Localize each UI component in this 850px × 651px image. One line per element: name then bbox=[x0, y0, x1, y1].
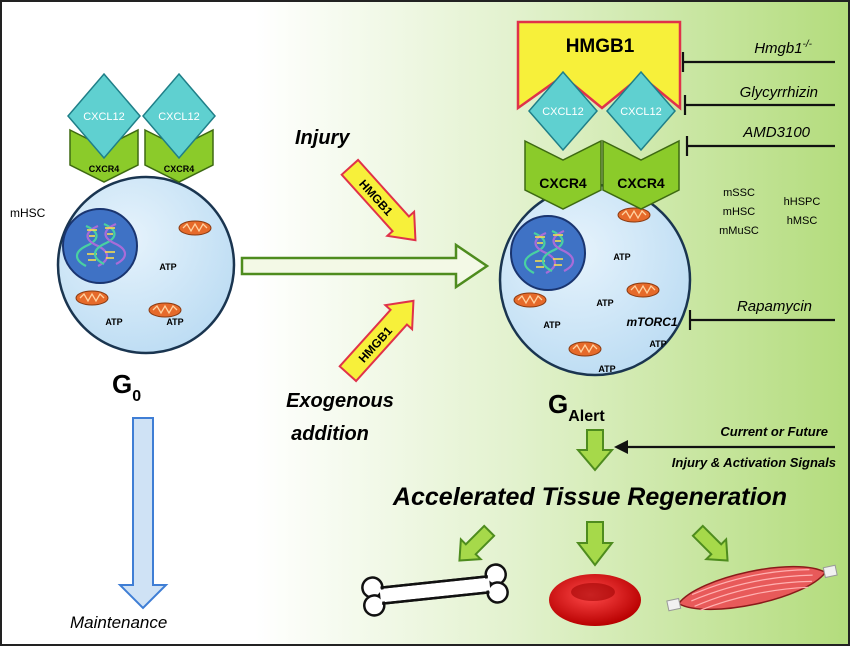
maintenance-arrow bbox=[117, 417, 169, 610]
inhibitor-glycyrrhizin: Glycyrrhizin bbox=[740, 84, 818, 101]
exogenous-label-2: addition bbox=[291, 423, 369, 445]
hmgb1-label: HMGB1 bbox=[566, 36, 635, 57]
left-atp-1: ATP bbox=[159, 262, 176, 272]
left-ligand-1 bbox=[67, 72, 141, 160]
left-atp-2: ATP bbox=[105, 317, 122, 327]
signals-label-1: Current or Future bbox=[720, 424, 828, 439]
left-ligand-2 bbox=[142, 72, 216, 160]
right-mito-3 bbox=[513, 292, 547, 308]
muscle-arrow bbox=[691, 524, 729, 562]
inhibitor-rapamycin: Rapamycin bbox=[737, 298, 812, 315]
rbc-arrow bbox=[575, 521, 615, 567]
exogenous-label-1: Exogenous bbox=[286, 390, 394, 412]
right-ligand-1 bbox=[528, 70, 598, 152]
muscle-icon bbox=[666, 564, 838, 612]
injury-label: Injury bbox=[295, 127, 350, 149]
transition-arrow bbox=[240, 242, 490, 290]
galert-down-arrow bbox=[575, 429, 615, 472]
right-atp-5: ATP bbox=[598, 364, 615, 374]
inhibitor-amd3100: AMD3100 bbox=[742, 124, 810, 141]
left-atp-3: ATP bbox=[166, 317, 183, 327]
right-cell-group: ATP ATP ATP ATP ATP mTORC1 CXCR4 CXCR4 H… bbox=[498, 20, 692, 425]
signals-arrow-head bbox=[614, 440, 628, 454]
right-mito-4 bbox=[568, 341, 602, 357]
cell-type-hhspc: hHSPC bbox=[784, 196, 821, 208]
right-mito-2 bbox=[626, 282, 660, 298]
regeneration-label: Accelerated Tissue Regeneration bbox=[392, 483, 787, 511]
right-receptor-1 bbox=[524, 139, 602, 210]
right-atp-1: ATP bbox=[613, 252, 630, 262]
left-mito-2 bbox=[75, 290, 109, 306]
maintenance-label: Maintenance bbox=[70, 613, 167, 632]
right-ligand-2 bbox=[606, 70, 676, 152]
right-atp-2: ATP bbox=[596, 298, 613, 308]
left-cxcl12-label-1: CXCL12 bbox=[83, 111, 125, 123]
right-receptor-2 bbox=[602, 139, 680, 210]
signals-label-2: Injury & Activation Signals bbox=[672, 455, 836, 470]
right-atp-3: ATP bbox=[543, 320, 560, 330]
right-cxcl12-label-1: CXCL12 bbox=[542, 106, 584, 118]
galert-state-label: GAlert bbox=[548, 389, 605, 425]
left-cell-group: ATP ATP ATP CXCR4 CXCR4 CXCL12 CXCL12 mH… bbox=[10, 72, 236, 405]
right-cxcr4-label-2: CXCR4 bbox=[617, 175, 665, 191]
inhibitor-lines bbox=[681, 52, 835, 330]
mhsc-label: mHSC bbox=[10, 206, 46, 220]
hmgb1-complex bbox=[516, 20, 682, 111]
inhibitor-hmgb1-ko: Hmgb1-/- bbox=[754, 39, 812, 57]
right-atp-4: ATP bbox=[649, 339, 666, 349]
cell-type-hmsc: hMSC bbox=[787, 215, 818, 227]
cell-type-mhsc: mHSC bbox=[723, 206, 755, 218]
bone-icon bbox=[361, 563, 509, 617]
red-blood-cell-icon bbox=[549, 574, 641, 626]
right-mito-1 bbox=[617, 207, 651, 223]
right-cxcl12-label-2: CXCL12 bbox=[620, 106, 662, 118]
left-mito-3 bbox=[148, 302, 182, 318]
cell-type-mssc: mSSC bbox=[723, 187, 755, 199]
left-cxcr4-label-1: CXCR4 bbox=[89, 164, 120, 174]
left-cxcr4-label-2: CXCR4 bbox=[164, 164, 195, 174]
g0-state-label: G0 bbox=[112, 369, 141, 405]
bone-arrow bbox=[458, 524, 496, 562]
right-cxcr4-label-1: CXCR4 bbox=[539, 175, 587, 191]
cell-type-mmusc: mMuSC bbox=[719, 225, 759, 237]
mtorc1-label: mTORC1 bbox=[626, 315, 677, 329]
left-mito-1 bbox=[178, 220, 212, 236]
left-cxcl12-label-2: CXCL12 bbox=[158, 111, 200, 123]
